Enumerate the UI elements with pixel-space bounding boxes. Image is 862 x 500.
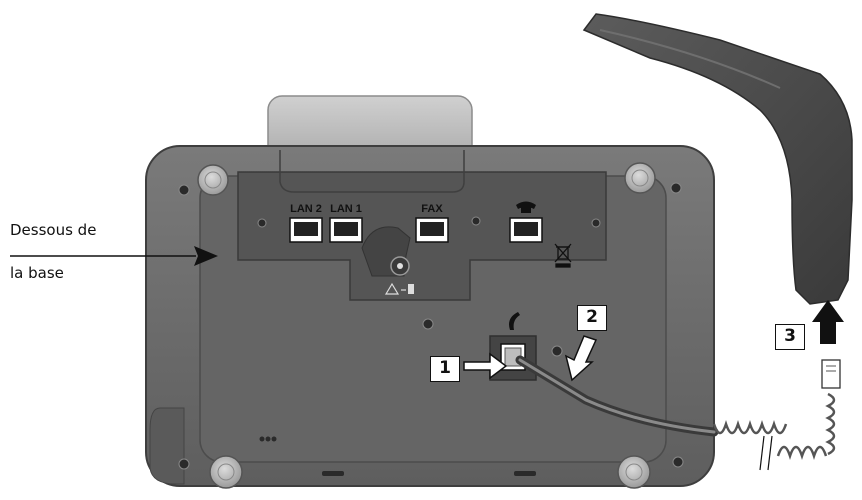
handset-cable xyxy=(515,355,719,437)
port-label-lan2: LAN 2 xyxy=(290,203,322,215)
crossed-bin-icon xyxy=(554,243,572,268)
foot-top-right xyxy=(624,162,656,194)
caption-base-underside-line1: Dessous de xyxy=(10,221,97,239)
telephone-icon xyxy=(516,201,536,213)
warning-triangle-icon xyxy=(384,282,414,295)
handset xyxy=(582,13,853,305)
port-fax: FAX xyxy=(415,203,449,243)
vent-dots xyxy=(259,436,277,442)
callout-step-1: 1 xyxy=(430,356,460,382)
arrow-step1 xyxy=(463,352,508,380)
callout-step-2: 2 xyxy=(577,305,607,331)
foot-top-left xyxy=(197,164,229,196)
coiled-cable xyxy=(712,392,836,471)
bottom-slots xyxy=(322,471,536,476)
arrow-step3 xyxy=(812,300,844,344)
screw-holes xyxy=(178,182,684,470)
foot-bottom-right xyxy=(617,455,651,489)
caption-base-underside-line2: la base xyxy=(10,264,64,282)
power-socket xyxy=(361,226,414,295)
port-phone xyxy=(509,201,543,243)
port-label-lan1: LAN 1 xyxy=(330,203,362,215)
foot-bottom-left xyxy=(209,455,243,489)
handset-icon xyxy=(509,312,520,330)
port-lan1: LAN 1 xyxy=(329,203,363,243)
handset-plug xyxy=(821,359,841,389)
arrow-step2 xyxy=(564,335,598,382)
callout-step-3: 3 xyxy=(775,324,805,350)
arrow-base-underside xyxy=(10,246,218,266)
port-lan2: LAN 2 xyxy=(289,203,323,243)
port-label-fax: FAX xyxy=(421,203,443,215)
